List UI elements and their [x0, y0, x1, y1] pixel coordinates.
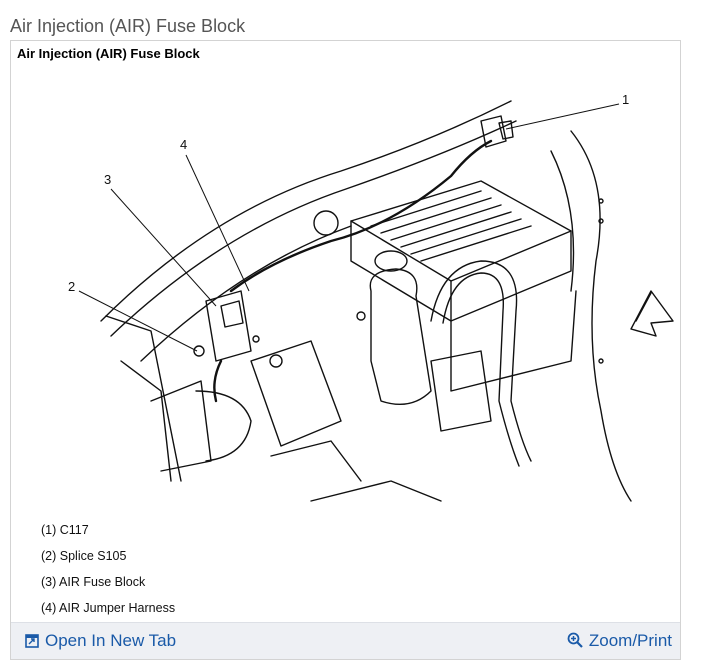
callout-4: 4: [180, 137, 187, 152]
open-in-new-tab-link[interactable]: Open In New Tab: [25, 631, 176, 653]
legend-item-jumper-harness: (4) AIR Jumper Harness: [41, 601, 176, 615]
figure-footer: Open In New Tab Zoom/Print: [11, 622, 680, 659]
callout-3: 3: [104, 172, 111, 187]
open-new-tab-icon: [25, 633, 39, 653]
legend: (1) C117 (2) Splice S105 (3) AIR Fuse Bl…: [41, 521, 175, 625]
legend-item-c117: (1) C117: [41, 523, 89, 537]
callout-2: 2: [68, 279, 75, 294]
legend-item-fuse-block: (3) AIR Fuse Block: [41, 575, 146, 589]
figure-title: Air Injection (AIR) Fuse Block: [17, 46, 200, 61]
legend-item-splice: (2) Splice S105: [41, 549, 127, 563]
engine-bay-diagram: 1 2 3 4: [68, 92, 674, 502]
zoom-in-icon: [567, 632, 583, 653]
zoom-print-link[interactable]: Zoom/Print: [567, 631, 672, 653]
open-in-new-tab-label: Open In New Tab: [45, 631, 177, 650]
figure-card: Air Injection (AIR) Fuse Block: [10, 40, 681, 660]
zoom-print-label: Zoom/Print: [588, 631, 672, 650]
page-title: Air Injection (AIR) Fuse Block: [10, 16, 246, 36]
callout-1: 1: [622, 92, 629, 107]
